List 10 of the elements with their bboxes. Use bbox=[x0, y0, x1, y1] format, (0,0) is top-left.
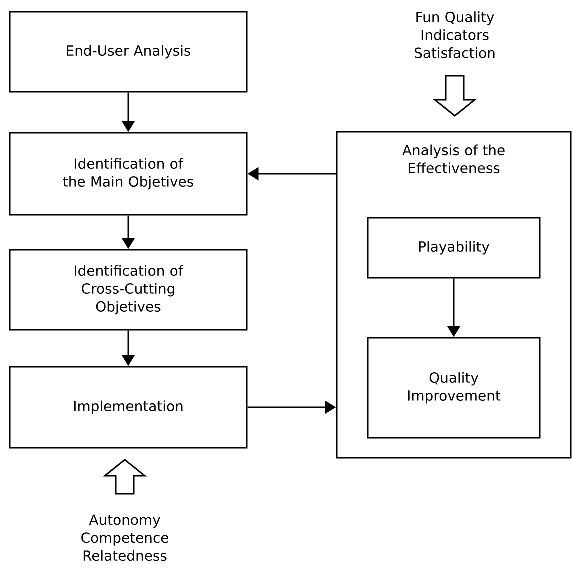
process-box: End-User Analysis bbox=[9, 11, 248, 93]
process-box: Identification of the Main Objetives bbox=[9, 132, 248, 216]
factor-text: Autonomy Competence Relatedness bbox=[82, 514, 168, 562]
block-arrow bbox=[432, 75, 478, 117]
block-arrow bbox=[102, 459, 148, 495]
process-box: Playability bbox=[367, 217, 541, 279]
factor-text: Fun Quality Indicators Satisfaction bbox=[415, 12, 495, 58]
process-box: Identification of Cross-Cutting Objetives bbox=[9, 249, 248, 331]
process-box: Quality Improvement bbox=[367, 337, 541, 439]
process-box: Implementation bbox=[9, 366, 248, 449]
